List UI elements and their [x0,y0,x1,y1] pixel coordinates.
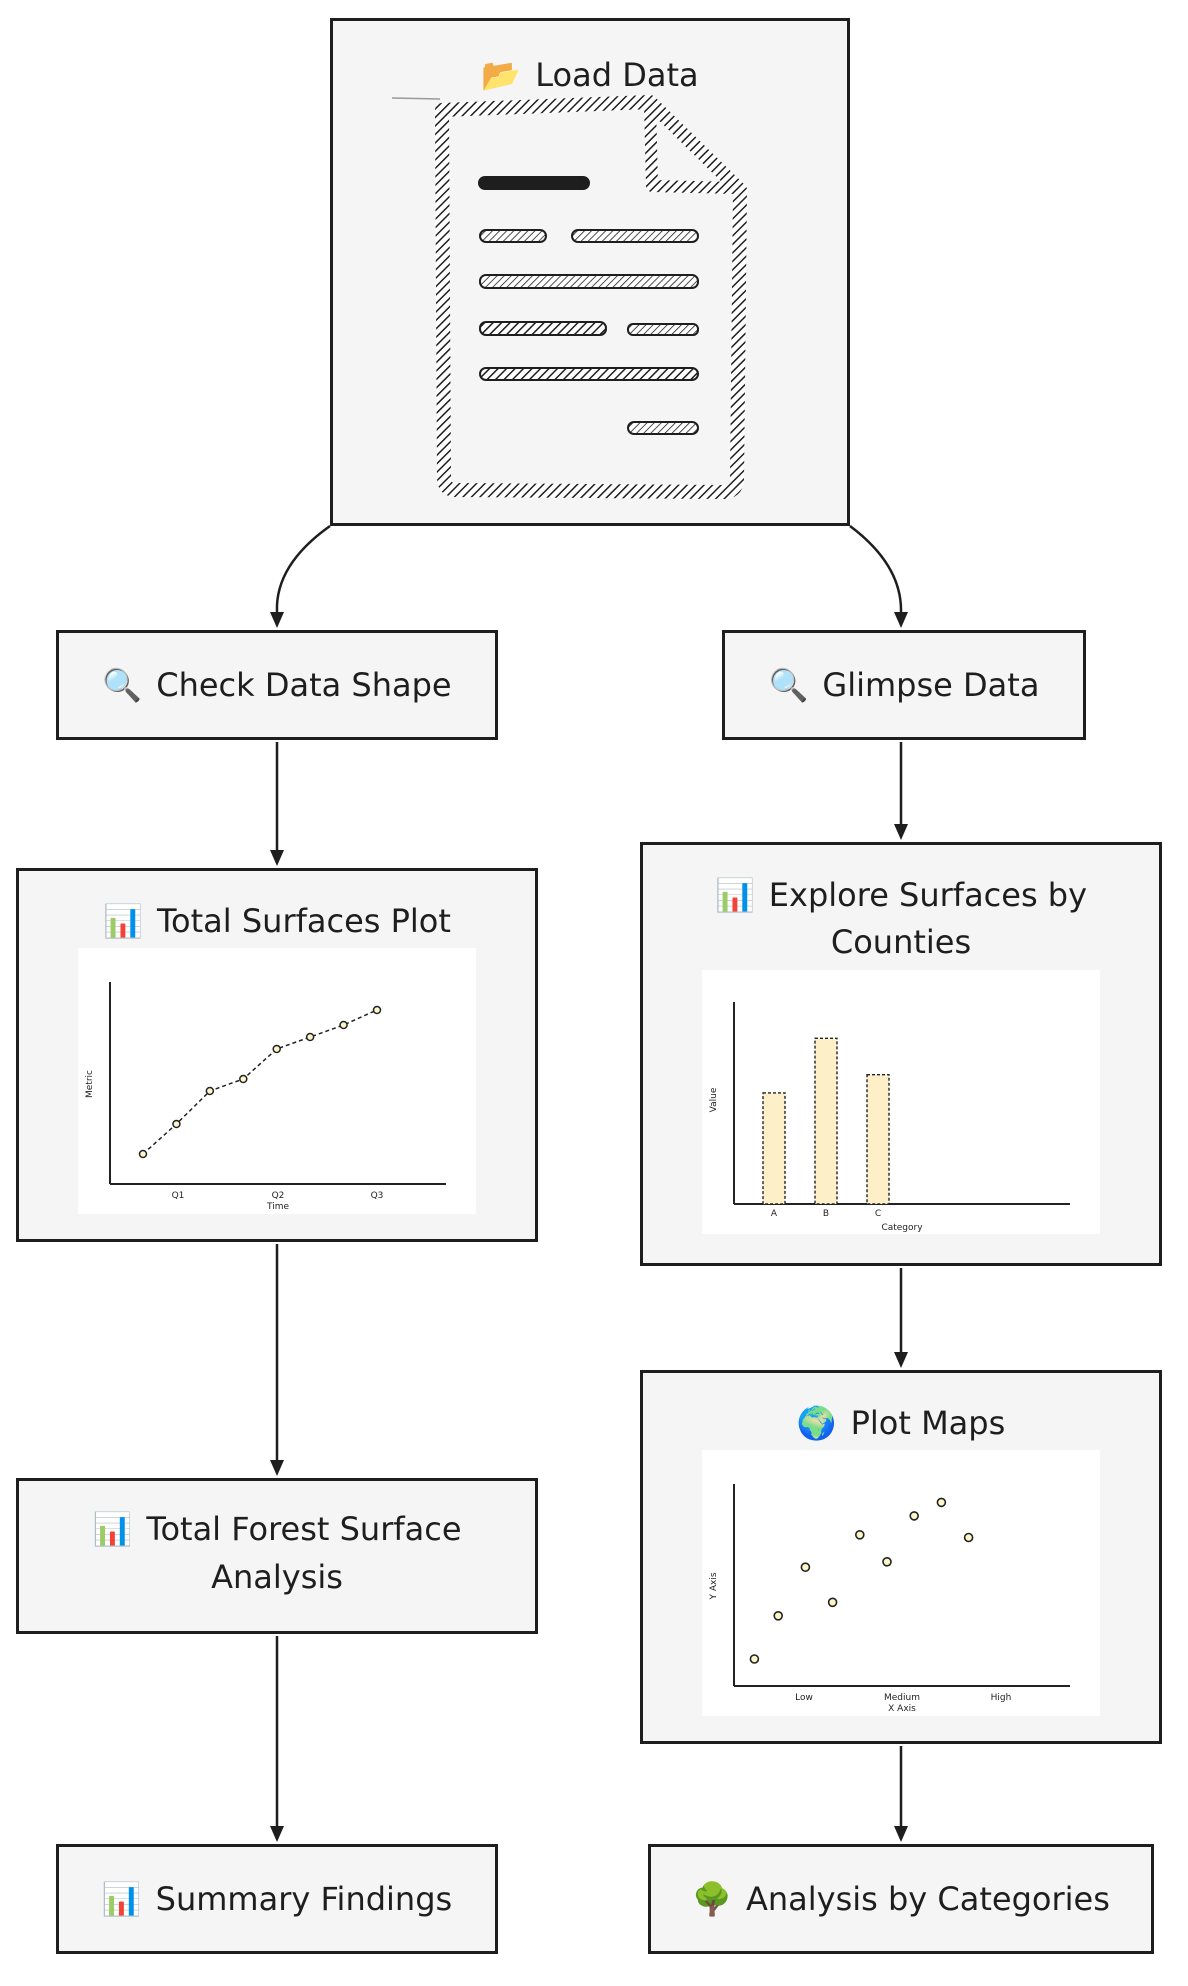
scatter-point [749,1654,760,1664]
bar-chart-panel: A B C Category Value [702,970,1100,1234]
edge-maps-to-categories [894,1746,908,1842]
folder-icon: 📂 [481,56,522,94]
tree-icon: 🌳 [692,1880,732,1918]
magnifier-icon: 🔍 [768,666,809,704]
bar-chart-tick-a: A [771,1209,778,1219]
scatter-chart-panel: Low Medium High X Axis Y Axis [702,1450,1100,1716]
node-explore-surfaces-title: 📊 Explore Surfaces by [640,872,1162,918]
line-chart-point [339,1020,348,1030]
node-glimpse-data-title: 🔍 Glimpse Data [722,662,1086,708]
line-chart: Q1 Q2 Q3 Time Metric [85,982,446,1212]
line-chart-point [372,1005,382,1015]
magnifier-icon: 🔍 [102,666,143,704]
node-plot-maps[interactable]: 🌍 Plot Maps Low Medium High X Axis Y Axis [640,1370,1162,1744]
edge-explore-to-maps [894,1268,908,1368]
edge-shape-to-total-plot [270,742,284,866]
scatter-point [963,1532,974,1543]
bar-chart-ylabel: Value [709,1087,719,1112]
scatter-chart-tick-medium: Medium [884,1693,920,1703]
node-summary-findings[interactable]: 📊 Summary Findings [56,1844,498,1954]
node-check-data-shape-label: Check Data Shape [156,666,452,704]
scatter-chart-tick-low: Low [795,1693,813,1703]
node-explore-surfaces-label-1: Explore Surfaces by [768,876,1088,914]
scatter-point [936,1497,947,1508]
node-summary-findings-title: 📊 Summary Findings [56,1876,498,1922]
node-total-forest-surface-label-1: Total Forest Surface [146,1510,462,1548]
bar-b [814,1037,838,1205]
node-check-data-shape[interactable]: 🔍 Check Data Shape [56,630,498,740]
node-load-data-label: Load Data [535,56,699,94]
bar-a [762,1092,786,1205]
edge-load-to-shape [270,524,331,628]
node-load-data-title: 📂 Load Data [330,52,850,98]
edge-load-to-glimpse [849,525,908,628]
scatter-chart-xlabel: X Axis [888,1704,916,1714]
bar-chart-tick-c: C [875,1209,881,1219]
node-glimpse-data-label: Glimpse Data [822,666,1040,704]
node-glimpse-data[interactable]: 🔍 Glimpse Data [722,630,1086,740]
node-analysis-by-categories-label: Analysis by Categories [745,1880,1110,1918]
bar-chart-icon: 📊 [714,876,755,914]
edge-total-plot-to-forest [270,1244,284,1476]
node-plot-maps-label: Plot Maps [850,1404,1006,1442]
node-plot-maps-title: 🌍 Plot Maps [640,1400,1162,1446]
line-chart-point [172,1119,181,1129]
scatter-chart-ylabel: Y Axis [709,1572,719,1600]
node-total-forest-surface-title: 📊 Total Forest Surface [16,1506,538,1552]
node-check-data-shape-title: 🔍 Check Data Shape [56,662,498,708]
line-chart-tick-q2: Q2 [272,1191,285,1201]
line-chart-tick-q1: Q1 [172,1191,185,1201]
line-chart-point [138,1149,148,1159]
scatter-point [855,1530,865,1540]
bar-chart-tick-b: B [823,1209,829,1219]
edge-forest-to-summary [270,1636,284,1842]
line-chart-point [239,1074,248,1084]
scatter-point [909,1511,919,1521]
node-total-surfaces-plot-label: Total Surfaces Plot [156,902,451,940]
node-total-surfaces-plot[interactable]: 📊 Total Surfaces Plot Q1 Q2 Q3 Time Metri… [16,868,538,1242]
scatter-point [827,1597,838,1608]
node-load-data[interactable]: 📂 Load Data [330,18,850,526]
line-chart-series [142,1009,378,1155]
line-chart-point [272,1044,281,1054]
scatter-point [773,1611,783,1621]
bar-c [866,1074,890,1205]
node-summary-findings-label: Summary Findings [155,1880,453,1918]
node-analysis-by-categories-title: 🌳 Analysis by Categories [648,1876,1154,1922]
line-chart-panel: Q1 Q2 Q3 Time Metric [78,948,476,1214]
node-total-forest-surface[interactable]: 📊 Total Forest Surface Analysis [16,1478,538,1634]
bar-chart: A B C Category Value [709,1002,1070,1233]
line-chart-tick-q3: Q3 [371,1191,384,1201]
line-chart-xlabel: Time [266,1202,289,1212]
node-explore-surfaces-label-2: Counties [830,923,972,961]
scatter-point [882,1557,892,1567]
node-total-surfaces-plot-title: 📊 Total Surfaces Plot [16,898,538,944]
bar-chart-icon: 📊 [103,902,143,940]
scatter-point [800,1562,811,1572]
scatter-chart-tick-high: High [991,1693,1012,1703]
node-analysis-by-categories[interactable]: 🌳 Analysis by Categories [648,1844,1154,1954]
document-icon [391,95,747,499]
line-chart-point [305,1032,315,1042]
bar-chart-xlabel: Category [881,1223,923,1233]
bar-chart-icon: 📊 [92,1510,133,1548]
node-explore-surfaces[interactable]: 📊 Explore Surfaces by Counties A B C Catego… [640,842,1162,1266]
bar-chart-icon: 📊 [101,1880,142,1918]
node-total-forest-surface-label-2: Analysis [211,1558,343,1596]
edge-glimpse-to-explore [894,742,908,840]
line-chart-ylabel: Metric [85,1070,95,1098]
globe-icon: 🌍 [796,1404,837,1442]
scatter-chart: Low Medium High X Axis Y Axis [709,1484,1070,1714]
line-chart-point [205,1086,215,1096]
